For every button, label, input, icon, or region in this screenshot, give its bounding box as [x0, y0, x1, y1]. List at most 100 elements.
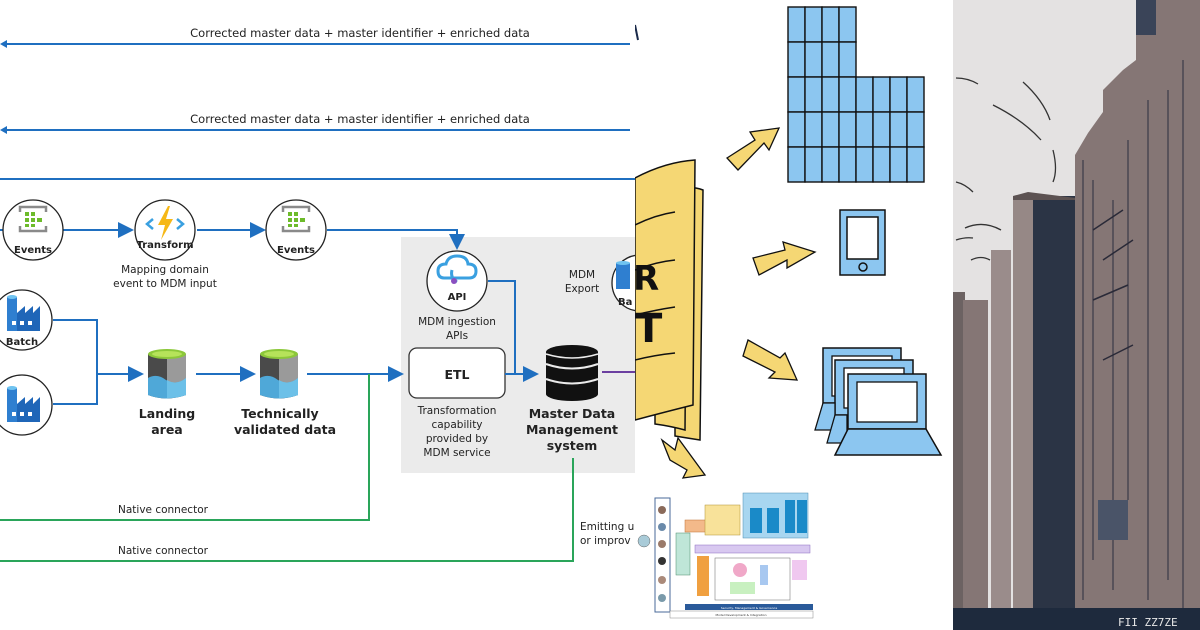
- building-window-cell: [906, 76, 925, 113]
- arrow-to-tablet-icon: [752, 241, 817, 276]
- doc-letter-t: T: [635, 306, 663, 352]
- native-connector-label-1: Native connector: [118, 504, 209, 516]
- landing-area-storage[interactable]: [148, 349, 186, 399]
- building-window-cell: [838, 41, 857, 78]
- batch-node-2[interactable]: [0, 374, 53, 436]
- validated-label-2: validated data: [234, 422, 336, 437]
- flow-label-1: Corrected master data + master identifie…: [190, 26, 530, 40]
- landing-label-2: area: [151, 422, 183, 437]
- master-data-database-icon[interactable]: [545, 345, 599, 401]
- chart-footer-1: Security, Management & Governance: [721, 606, 777, 610]
- validated-label-1: Technically: [241, 406, 318, 421]
- street-base: [953, 608, 1200, 630]
- batch-node-1[interactable]: Batch: [0, 289, 53, 351]
- transform-caption-2: event to MDM input: [113, 278, 217, 290]
- cityscape-sketch: FII ZZ7ZE: [953, 0, 1200, 630]
- batch-label-1: Batch: [6, 337, 38, 348]
- building-window-cell: [838, 146, 857, 183]
- arrow-to-chart-icon: [660, 436, 707, 479]
- building-window-cell: [821, 111, 840, 148]
- function-icon: [145, 206, 185, 240]
- etl-caption-2: capability: [431, 419, 482, 431]
- building-window-cell: [804, 146, 823, 183]
- chart-footer-2: Model Development & Integration: [716, 613, 767, 617]
- building-window-cell: [906, 146, 925, 183]
- building-window-cell: [804, 6, 823, 43]
- watermark-text: FII ZZ7ZE: [1118, 616, 1178, 629]
- mdm-label-2: Management: [526, 422, 618, 437]
- api-caption-1: MDM ingestion: [418, 316, 496, 328]
- center-building: [1013, 192, 1076, 612]
- doc-letter-r: R: [635, 259, 659, 299]
- export-node-label: Ba: [618, 297, 632, 308]
- transform-label: Transform: [136, 240, 193, 251]
- api-label: API: [448, 292, 467, 303]
- transform-node[interactable]: Transform: [134, 199, 196, 261]
- document-distribution-illustration: R T: [635, 0, 953, 630]
- validated-data-storage[interactable]: [260, 349, 298, 399]
- building-window-cell: [787, 41, 806, 78]
- building-window-cell: [787, 111, 806, 148]
- export-label-2: Export: [565, 283, 599, 295]
- emitting-label-2: or improv: [580, 535, 631, 547]
- building-window-cell: [821, 146, 840, 183]
- mdm-label-3: system: [547, 438, 598, 453]
- mdm-label-1: Master Data: [529, 406, 616, 421]
- etl-caption-1: Transformation: [417, 405, 497, 417]
- building-window-cell: [889, 146, 908, 183]
- native-connector-line-2: [0, 458, 574, 562]
- mdm-export-batch-node[interactable]: Ba: [611, 254, 635, 312]
- bird-strokes: [955, 77, 1057, 261]
- mdm-architecture-diagram: Corrected master data + master identifie…: [0, 26, 635, 562]
- building-window-cell: [872, 76, 891, 113]
- right-building: [1075, 0, 1200, 612]
- building-window-cell: [821, 41, 840, 78]
- tablet-icon: [839, 209, 886, 276]
- events-node-1[interactable]: Events: [2, 199, 64, 261]
- api-node[interactable]: API: [426, 250, 488, 312]
- building-window-cell: [855, 76, 874, 113]
- building-window-cell: [787, 6, 806, 43]
- building-window-cell: [889, 76, 908, 113]
- building-window-cell: [804, 76, 823, 113]
- native-connector-line-1: [0, 374, 370, 521]
- building-window-cell: [855, 146, 874, 183]
- etl-box[interactable]: ETL: [408, 347, 506, 399]
- building-window-cell: [838, 6, 857, 43]
- flow-label-2: Corrected master data + master identifie…: [190, 112, 530, 126]
- building-window-cell: [906, 111, 925, 148]
- building-window-cell: [872, 146, 891, 183]
- factory-icon: [7, 386, 40, 422]
- cloud-api-icon: [436, 254, 478, 284]
- building-window-cell: [821, 76, 840, 113]
- building-window-cell: [821, 6, 840, 43]
- emitting-label-1: Emitting u: [580, 521, 634, 533]
- building-window-cell: [872, 111, 891, 148]
- building-grid-icon: [787, 6, 925, 183]
- document-pages-icon: R T: [635, 159, 704, 441]
- transform-caption-1: Mapping domain: [121, 264, 209, 276]
- etl-caption-4: MDM service: [423, 447, 490, 459]
- factory-icon: [7, 295, 40, 331]
- api-caption-2: APIs: [446, 330, 468, 342]
- landing-label-1: Landing: [139, 406, 195, 421]
- left-building: [953, 250, 1011, 612]
- building-window-cell: [804, 111, 823, 148]
- etl-label: ETL: [444, 367, 469, 382]
- native-connector-label-2: Native connector: [118, 545, 209, 557]
- arrow-to-building-icon: [725, 127, 781, 171]
- flow-line-1: [0, 40, 630, 48]
- building-window-cell: [787, 146, 806, 183]
- building-window-cell: [889, 111, 908, 148]
- events-node-2[interactable]: Events: [265, 199, 327, 261]
- laptops-icon: [814, 347, 943, 456]
- export-label-1: MDM: [569, 269, 595, 281]
- building-window-cell: [855, 111, 874, 148]
- flow-line-2: [0, 126, 630, 134]
- building-window-cell: [804, 41, 823, 78]
- architecture-chart-thumbnail: Security, Management & Governance Model …: [637, 492, 814, 619]
- events-label-1: Events: [14, 245, 52, 256]
- event-hub-icon: [18, 205, 48, 233]
- etl-caption-3: provided by: [426, 433, 488, 445]
- events-label-2: Events: [277, 245, 315, 256]
